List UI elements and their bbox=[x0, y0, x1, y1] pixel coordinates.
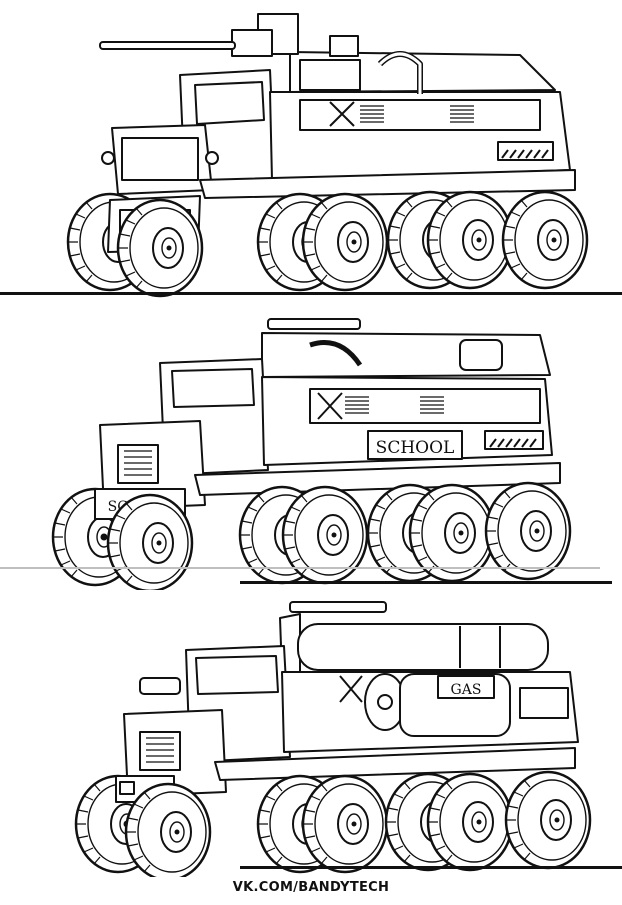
gas-truck-drawing: GAS bbox=[74, 601, 622, 877]
panel-gas-truck: GAS bbox=[0, 592, 622, 877]
gas-sign bbox=[437, 675, 495, 699]
ground-line bbox=[0, 292, 622, 295]
panel-school-truck: SCHOOL SCHOOL bbox=[0, 305, 622, 590]
gas-text: GAS bbox=[451, 682, 482, 698]
ground-shadow bbox=[0, 567, 600, 569]
panel-armored-truck bbox=[0, 0, 622, 300]
ground-line bbox=[240, 866, 622, 869]
footer-credit: VK.COM/BANDYTECH bbox=[232, 880, 390, 895]
school-truck-drawing: SCHOOL SCHOOL bbox=[0, 318, 612, 590]
ground-line bbox=[240, 581, 612, 584]
side-school-text: SCHOOL bbox=[376, 438, 455, 458]
armored-truck-drawing bbox=[0, 13, 622, 298]
side-school-sign bbox=[367, 430, 463, 460]
